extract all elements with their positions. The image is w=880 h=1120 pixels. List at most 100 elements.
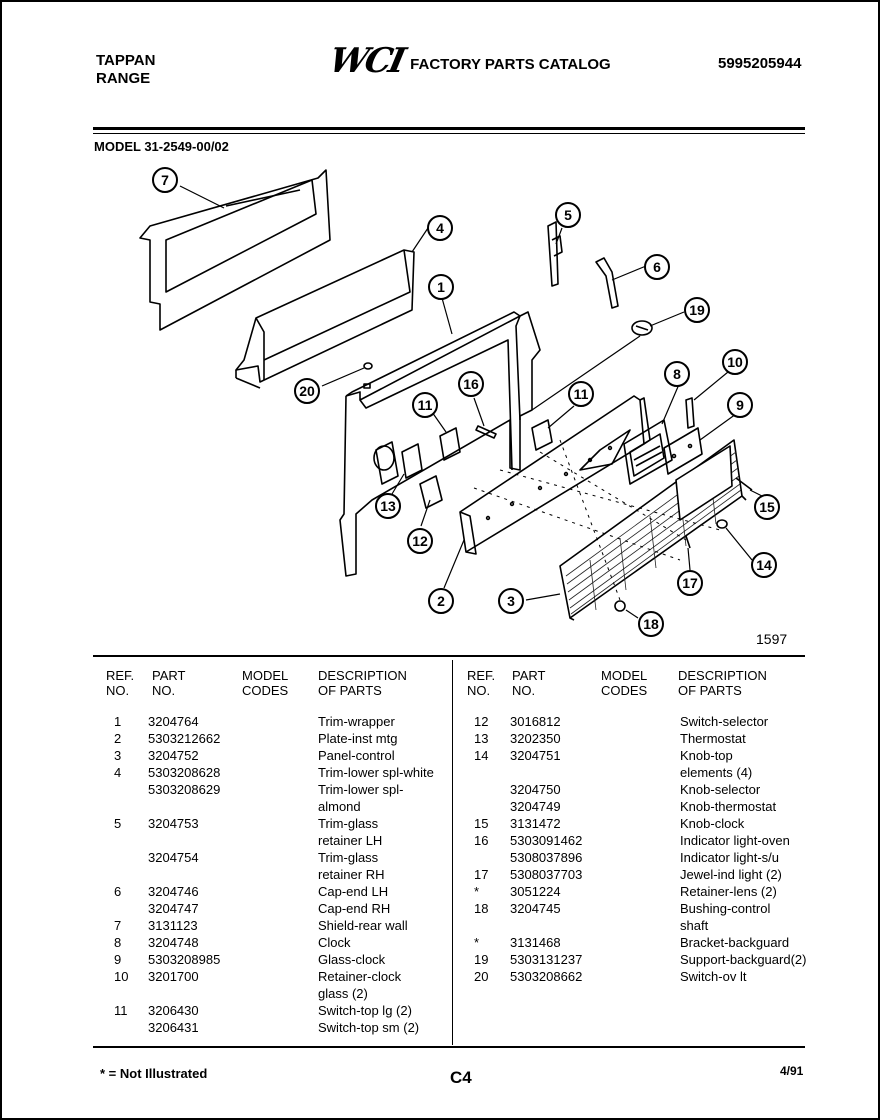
not-illustrated-footnote: * = Not Illustrated [100, 1066, 208, 1081]
parts-row-desc: Trim-glass [318, 850, 379, 865]
callout-19: 19 [684, 297, 710, 323]
parts-row-desc: Bushing-control [680, 901, 771, 916]
parts-row-part: 3016812 [510, 714, 561, 729]
svg-text:11: 11 [418, 397, 433, 413]
parts-row-part: 5308037703 [510, 867, 583, 882]
svg-text:2: 2 [437, 593, 445, 609]
svg-text:10: 10 [727, 354, 743, 370]
callout-7: 7 [152, 167, 178, 193]
parts-row-desc: Indicator light-oven [680, 833, 790, 848]
svg-text:11: 11 [574, 386, 589, 402]
svg-text:8: 8 [673, 366, 681, 382]
parts-row-part: 3131472 [510, 816, 561, 831]
callout-18: 18 [638, 611, 664, 637]
model-number: MODEL 31-2549-00/02 [94, 139, 229, 154]
callout-13: 13 [375, 493, 401, 519]
parts-row-part: 5303212662 [148, 731, 221, 746]
svg-text:14: 14 [756, 557, 772, 573]
parts-row-part: 3051224 [510, 884, 561, 899]
svg-text:16: 16 [463, 376, 479, 392]
parts-row-desc: Thermostat [680, 731, 746, 746]
product-name: RANGE [96, 70, 151, 87]
svg-text:12: 12 [412, 533, 428, 549]
callout-11-left: 11 [412, 392, 438, 418]
parts-row-part: 5303208662 [510, 969, 583, 984]
parts-row-part: 3204750 [510, 782, 561, 797]
table-bottom-rule [93, 1046, 805, 1048]
parts-row-ref: 18 [474, 901, 489, 916]
svg-text:4: 4 [436, 220, 444, 236]
parts-row-ref: * [474, 884, 480, 899]
parts-row-part: 3204754 [148, 850, 199, 865]
parts-row-ref: 19 [474, 952, 489, 967]
parts-row-desc: Switch-top lg (2) [318, 1003, 412, 1018]
parts-row-part: 3204752 [148, 748, 199, 763]
parts-row-part: 5308037896 [510, 850, 583, 865]
svg-text:17: 17 [682, 575, 698, 591]
callout-20: 20 [294, 378, 320, 404]
clock-drawing [623, 419, 673, 485]
trim-wrapper-drawing [339, 311, 541, 577]
parts-row-desc: retainer LH [318, 833, 383, 848]
parts-row-desc: Knob-top [680, 748, 733, 763]
parts-row-desc: Plate-inst mtg [318, 731, 398, 746]
svg-text:9: 9 [736, 397, 744, 413]
callout-15: 15 [754, 494, 780, 520]
parts-row-ref: 5 [114, 816, 122, 831]
parts-row-desc: Glass-clock [318, 952, 386, 967]
header-rule-thick [93, 127, 805, 130]
parts-row-desc: retainer RH [318, 867, 385, 882]
parts-row-desc: shaft [680, 918, 709, 933]
callout-12: 12 [407, 528, 433, 554]
callout-6: 6 [644, 254, 670, 280]
glass-clock-drawing [663, 427, 703, 475]
parts-row-ref: 6 [114, 884, 122, 899]
parts-row-desc: glass (2) [318, 986, 368, 1001]
brand-block: TAPPAN RANGE [96, 52, 155, 88]
parts-row-part: 5303208985 [148, 952, 221, 967]
shield-rear-wall-drawing [139, 169, 331, 331]
parts-row-ref: 3 [114, 748, 122, 763]
parts-row-desc: Panel-control [318, 748, 395, 763]
parts-row-part: 3204747 [148, 901, 199, 916]
parts-row-desc: Switch-selector [680, 714, 769, 729]
parts-row-ref: 1 [114, 714, 122, 729]
parts-row-ref: 4 [114, 765, 122, 780]
revision-date: 4/91 [780, 1064, 804, 1078]
parts-row-desc: Knob-clock [680, 816, 745, 831]
parts-row-desc: Trim-wrapper [318, 714, 395, 729]
parts-row-part: 3206431 [148, 1020, 199, 1035]
parts-row-desc: Cap-end RH [318, 901, 391, 916]
parts-row-desc: Shield-rear wall [318, 918, 408, 933]
parts-row-desc: almond [318, 799, 361, 814]
parts-row-part: 3204748 [148, 935, 199, 950]
parts-row-ref: 10 [114, 969, 129, 984]
parts-row-part: 3204749 [510, 799, 561, 814]
callout-9: 9 [727, 392, 753, 418]
svg-text:19: 19 [689, 302, 705, 318]
svg-text:7: 7 [161, 172, 169, 188]
parts-row-part: 5303091462 [510, 833, 583, 848]
callout-8: 8 [664, 361, 690, 387]
parts-row-ref: 16 [474, 833, 489, 848]
callout-17: 17 [677, 570, 703, 596]
parts-row-ref: 12 [474, 714, 489, 729]
parts-row-ref: 15 [474, 816, 489, 831]
svg-text:20: 20 [299, 383, 315, 399]
exploded-parts-diagram: 7 4 1 5 6 19 20 16 11 11 8 10 9 13 12 15… [139, 167, 780, 637]
parts-row-desc: Switch-top sm (2) [318, 1020, 420, 1035]
trim-lower-splash-drawing [235, 249, 415, 389]
parts-row-part: 5303208629 [148, 782, 221, 797]
parts-row-part: 3131123 [148, 918, 198, 933]
parts-row-desc: elements (4) [680, 765, 753, 780]
parts-row-ref: 2 [114, 731, 122, 746]
parts-row-desc: Indicator light-s/u [680, 850, 779, 865]
parts-row-part: 3201700 [148, 969, 199, 984]
parts-row-desc: Clock [318, 935, 351, 950]
parts-row-part: 3202350 [510, 731, 561, 746]
